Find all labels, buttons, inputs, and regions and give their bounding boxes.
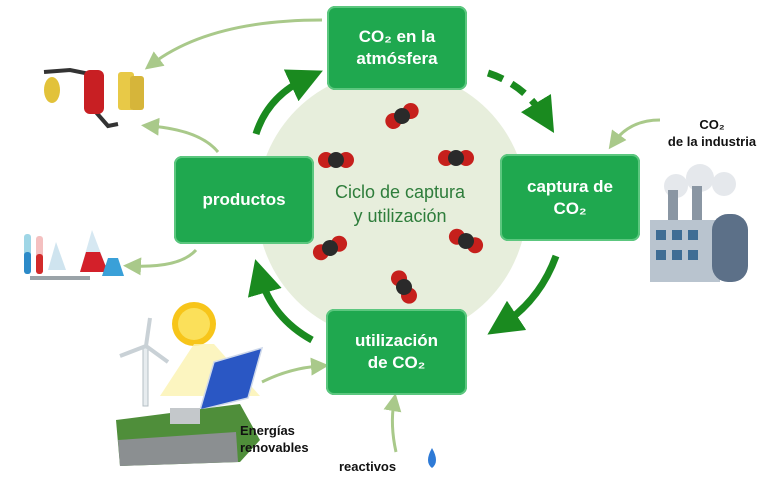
wind-turbine-icon bbox=[119, 317, 170, 407]
arrow-products-to-fuel bbox=[141, 117, 220, 153]
node-utilization-line1: utilización bbox=[354, 331, 439, 350]
center-circle bbox=[257, 70, 527, 340]
arrow-products-to-lab bbox=[123, 248, 198, 276]
node-products: productos bbox=[174, 156, 314, 244]
label-reagents: reactivos bbox=[339, 458, 396, 475]
label-renewables-line1: Energías bbox=[240, 423, 295, 438]
co2-molecule-icon bbox=[385, 103, 419, 129]
arrow-atmosphere-to-capture bbox=[486, 69, 555, 133]
node-co2-capture: captura de CO₂ bbox=[500, 154, 640, 241]
cycle-title: Ciclo de captura y utilización bbox=[318, 180, 482, 228]
factory-icon bbox=[650, 164, 748, 282]
water-drop-icon bbox=[428, 448, 436, 468]
node-capture-line2: CO₂ bbox=[553, 198, 587, 218]
cycle-title-line1: Ciclo de captura bbox=[334, 182, 466, 202]
lab-glassware-icon bbox=[24, 230, 124, 280]
node-products-line1: productos bbox=[202, 190, 286, 209]
co2-molecule-icon bbox=[391, 270, 417, 304]
node-atmosphere-line1: CO₂ en la bbox=[358, 27, 436, 46]
co2-molecule-icon bbox=[312, 235, 348, 261]
arrow-products-to-atmosphere bbox=[252, 69, 323, 136]
co2-molecule-icon bbox=[318, 152, 354, 168]
co2-molecule-icon bbox=[448, 228, 484, 254]
arrow-industry-to-capture bbox=[608, 118, 661, 150]
cycle-title-line2: y utilización bbox=[353, 206, 447, 226]
label-industry-line2: de la industria bbox=[667, 134, 757, 149]
node-co2-atmosphere: CO₂ en la atmósfera bbox=[327, 6, 467, 90]
arrow-reagents-to-utilization bbox=[383, 393, 402, 453]
label-renewables-line2: renovables bbox=[240, 440, 309, 455]
label-industry-co2: CO₂ de la industria bbox=[662, 116, 762, 150]
arrow-utilization-to-products bbox=[247, 259, 314, 344]
node-utilization-line2: de CO₂ bbox=[367, 353, 426, 372]
dam-icon bbox=[116, 404, 260, 466]
arrow-atmosphere-to-fuel bbox=[144, 18, 323, 70]
label-renewables: Energías renovables bbox=[240, 422, 309, 456]
arrow-renewables-to-utilization bbox=[261, 357, 329, 384]
node-co2-utilization: utilización de CO₂ bbox=[326, 309, 467, 395]
node-capture-line1: captura de bbox=[527, 176, 613, 196]
solar-panel-icon bbox=[198, 346, 264, 412]
node-atmosphere-line2: atmósfera bbox=[356, 49, 438, 68]
arrow-capture-to-utilization bbox=[487, 254, 560, 335]
co2-molecule-icon bbox=[438, 150, 474, 166]
sun-icon bbox=[172, 302, 216, 346]
label-industry-line1: CO₂ bbox=[699, 117, 725, 132]
label-reagents-line1: reactivos bbox=[339, 459, 397, 474]
fuel-pump-icon bbox=[43, 67, 144, 129]
